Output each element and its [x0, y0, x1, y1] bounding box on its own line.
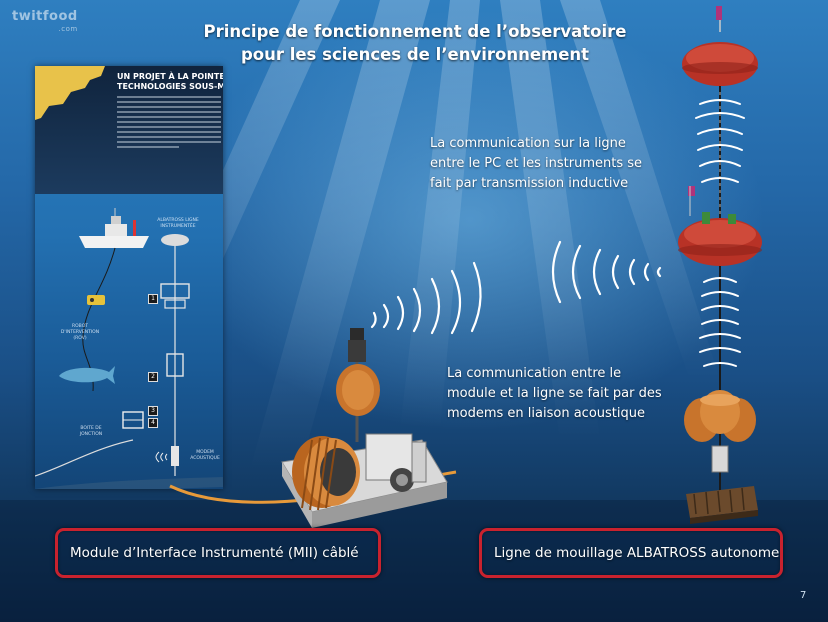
poster-number-4: 4: [148, 418, 158, 428]
project-poster: UN PROJET À LA POINTE TECHNOLOGIES SOUS-…: [35, 66, 223, 489]
caption-inductive-line-3: fait par transmission inductive: [430, 176, 629, 191]
poster-number-1: 1: [148, 294, 158, 304]
page-number: 7: [800, 590, 807, 601]
poster-label-modem: MODEM ACOUSTIQUE: [190, 450, 220, 461]
label-albatross-text: Ligne de mouillage ALBATROSS autonome: [494, 545, 780, 561]
caption-inductive-line-1: La communication sur la ligne: [430, 136, 626, 151]
label-mii-box: Module d’Interface Instrumenté (MII) câb…: [55, 528, 381, 578]
poster-label-junction: BOITE DE JONCTION: [79, 426, 103, 437]
mii-module-illustration: [281, 328, 448, 528]
watermark: twitfood .com: [12, 10, 78, 36]
label-albatross-box: Ligne de mouillage ALBATROSS autonome: [479, 528, 783, 578]
poster-mooring-line: [160, 234, 190, 476]
caption-inductive: La communication sur la ligne entre le P…: [430, 134, 642, 194]
poster-number-3: 3: [148, 406, 158, 416]
caption-acoustic-line-2: module et la ligne se fait par des: [447, 386, 662, 401]
watermark-sub: .com: [58, 25, 78, 33]
poster-title-line-2: TECHNOLOGIES SOUS-M: [117, 82, 223, 91]
seafloor-cable: [35, 439, 223, 489]
slide-title-line-1: Principe de fonctionnement de l’observat…: [203, 22, 627, 41]
poster-label-line: ALBATROSS LIGNE INSTRUMENTÉE: [157, 218, 199, 229]
poster-title-line-1: UN PROJET À LA POINTE: [117, 72, 223, 81]
label-mii-text: Module d’Interface Instrumenté (MII) câb…: [70, 545, 359, 561]
poster-label-robot: ROBOT D'INTERVENTION (ROV): [60, 324, 100, 341]
caption-acoustic-line-3: modems en liaison acoustique: [447, 406, 645, 421]
acoustic-waves-mii: [370, 261, 482, 335]
whale-illustration: [59, 366, 115, 384]
junction-box-icon: [122, 411, 144, 429]
research-ship: [79, 208, 149, 248]
watermark-text: twitfood: [12, 9, 78, 24]
poster-body-text: [117, 96, 221, 151]
rov-icon: [87, 295, 105, 305]
caption-acoustic-line-1: La communication entre le: [447, 366, 622, 381]
coastline-map: [35, 66, 105, 120]
poster-header: UN PROJET À LA POINTE TECHNOLOGIES SOUS-…: [35, 66, 223, 194]
poster-number-2: 2: [148, 372, 158, 382]
acoustic-wave-small-icon: [155, 451, 168, 463]
acoustic-waves-line: [551, 240, 662, 304]
slide-title-line-2: pour les sciences de l’environnement: [240, 45, 590, 64]
caption-acoustic: La communication entre le module et la l…: [447, 364, 662, 424]
albatross-mooring-line: [678, 6, 762, 524]
caption-inductive-line-2: entre le PC et les instruments se: [430, 156, 643, 171]
